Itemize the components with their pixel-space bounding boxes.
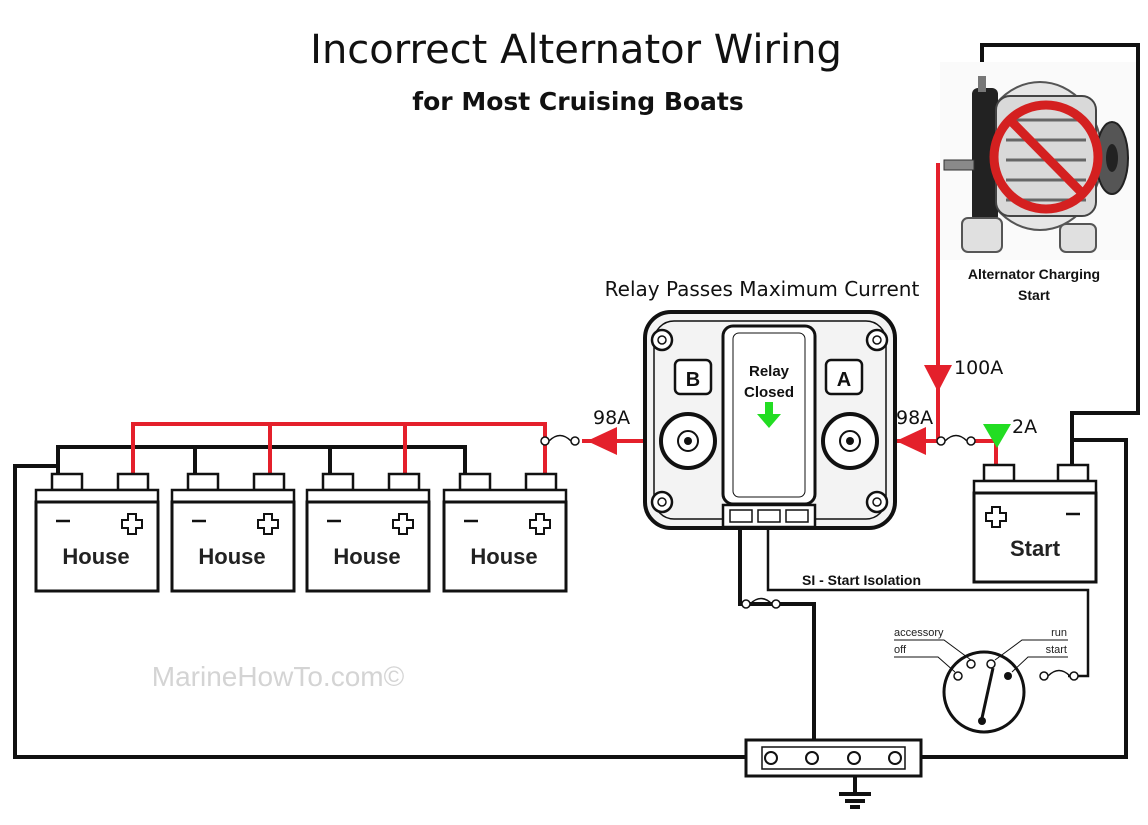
house-battery-label: House bbox=[333, 544, 400, 569]
ground-bus-bar bbox=[744, 738, 923, 778]
alternator-caption-line1: Alternator Charging bbox=[968, 266, 1100, 282]
relay-caption: Relay Passes Maximum Current bbox=[605, 277, 920, 301]
negative-wiring bbox=[13, 43, 1140, 809]
arrow-to-start-icon bbox=[983, 424, 1011, 448]
relay-state-line2: Closed bbox=[744, 384, 794, 401]
house-battery: House bbox=[305, 472, 431, 593]
diagram-title: Incorrect Alternator Wiring bbox=[310, 27, 842, 73]
fuse-house bbox=[540, 434, 580, 446]
house-battery-label: House bbox=[198, 544, 265, 569]
start-battery-label: Start bbox=[1010, 536, 1061, 561]
house-battery: House bbox=[170, 472, 296, 593]
fuse-relay-ground bbox=[741, 597, 781, 609]
relay-terminal-b-label: B bbox=[686, 369, 700, 391]
fuse-start bbox=[936, 434, 976, 446]
relay-closed-arrow-icon bbox=[757, 402, 781, 428]
start-isolation-label: SI - Start Isolation bbox=[802, 572, 921, 588]
house-battery-bank: House House House House bbox=[34, 472, 568, 593]
house-battery-label: House bbox=[62, 544, 129, 569]
arrow-to-relay-icon bbox=[896, 427, 926, 455]
relay-state-line1: Relay bbox=[749, 363, 790, 380]
current-house-left: 98A bbox=[593, 407, 630, 429]
watermark: MarineHowTo.com© bbox=[152, 661, 405, 692]
house-battery-label: House bbox=[470, 544, 537, 569]
house-battery: House bbox=[34, 472, 160, 593]
house-battery: House bbox=[442, 472, 568, 593]
relay-terminal-a-label: A bbox=[837, 369, 851, 391]
alternator-caption-line2: Start bbox=[1018, 287, 1050, 303]
start-battery: Start bbox=[972, 463, 1098, 584]
current-alternator: 100A bbox=[954, 357, 1003, 379]
arrow-to-house-icon bbox=[587, 427, 617, 455]
switch-label-start: start bbox=[1046, 644, 1067, 656]
diagram-subtitle: for Most Cruising Boats bbox=[412, 87, 744, 116]
switch-label-off: off bbox=[894, 644, 907, 656]
current-start: 2A bbox=[1012, 416, 1037, 438]
switch-label-run: run bbox=[1051, 627, 1067, 639]
fuse-switch bbox=[1039, 669, 1079, 681]
current-house-right: 98A bbox=[896, 407, 933, 429]
prohibited-icon bbox=[989, 100, 1103, 214]
alternator bbox=[940, 62, 1136, 260]
arrow-alternator-down-icon bbox=[924, 365, 952, 392]
ignition-switch bbox=[894, 639, 1068, 734]
switch-label-accessory: accessory bbox=[894, 627, 944, 639]
